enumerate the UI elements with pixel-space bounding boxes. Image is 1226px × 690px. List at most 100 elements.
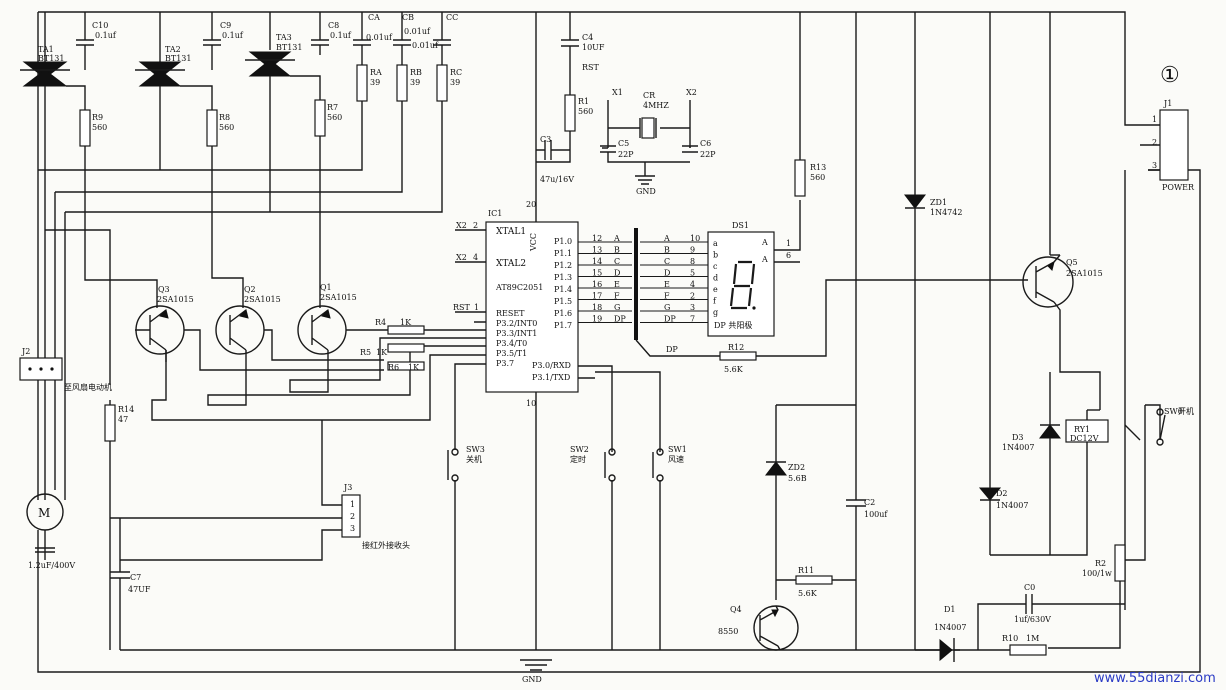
r14-label: R14 [118,405,134,414]
bus-left-letter: DP [614,315,626,324]
capacitor-cb [393,39,411,46]
pin20-num: 20 [526,200,536,209]
d1-label: D1 [944,605,956,614]
dp-label: DP [666,345,678,354]
x2-label: X2 [686,88,697,97]
zd2-label: ZD2 [788,463,805,472]
resistor-r14 [104,404,116,442]
bus-right-letter: DP [664,315,676,324]
display-ds1 [707,12,806,337]
p34-label: P3.4/T0 [496,339,527,348]
rb-value: 39 [410,78,420,87]
x2-pin2-label: X2 [456,253,467,262]
segment-label: c [713,262,718,271]
j3-note: 接红外接收头 [362,540,410,550]
cr-value: 4MHZ [643,101,669,110]
c5-value: 22P [618,150,634,159]
transistor-wiring [45,229,474,650]
ta3-label: TA3 [276,33,292,42]
capacitor-c7 [110,518,130,650]
display-pin-number: 7 [690,315,695,324]
ds-a2: A [761,255,768,264]
r12-value: 5.6K [724,365,744,374]
r7-label: R7 [327,103,338,112]
bus-right-letter: D [664,269,670,278]
gnd-top-label: GND [636,187,656,196]
j2-note: 至风扇电动机 [64,382,112,392]
r10-value: 1M [1026,634,1039,643]
display-pin-number: 9 [690,246,695,255]
bus-left-letter: C [614,257,620,266]
zd1-value: 1N4742 [930,208,962,217]
r7-value: 560 [327,113,342,122]
resistor-r2 [1114,544,1126,582]
triac-ta3 [245,12,321,212]
r9-label: R9 [92,113,103,122]
r5-value: 1K [376,348,388,357]
pin10-num: 10 [526,399,536,408]
bus-left-letter: A [613,234,620,243]
resistor-r4 [387,325,425,335]
port-pin-number: 12 [592,234,602,243]
q2-label: Q2 [244,285,256,294]
ry1-label: RY1 [1074,425,1090,434]
c7-label: C7 [130,573,141,582]
resistor-r5 [387,343,425,353]
segment-label: e [713,285,718,294]
c9a-label: C9 [220,21,231,30]
bus-right-letter: B [664,246,670,255]
capacitor-c10 [76,39,94,46]
c5-label: C5 [618,139,629,148]
bus-right-letter: E [664,280,670,289]
r9-value: 560 [92,123,107,132]
q3-label: Q3 [158,285,170,294]
cr-label: CR [643,91,656,100]
reset-crystal-section [536,12,698,185]
x2-pin1-label: X2 [456,221,467,230]
r6-label: R6 [388,363,399,372]
resistor-rc [436,64,448,102]
resistor-r8 [206,109,218,147]
r13-value: 560 [810,173,825,182]
r4-label: R4 [375,318,386,327]
j1-pin1: 1 [1152,115,1157,124]
power-label: POWER [1162,183,1195,192]
p13-label: P1.3 [554,273,572,282]
port-pin-number: 15 [592,269,602,278]
sw2-label: SW2 [570,445,589,454]
bus-right-letter: C [664,257,670,266]
d2-value: 1N4007 [996,501,1028,510]
pin2-num: 2 [473,221,478,230]
segment-label: b [713,251,718,260]
switch-sw1 [652,430,664,650]
rc-label: RC [450,68,462,77]
switch-sw2 [604,430,616,650]
c3-value: 47u/16V [540,175,574,184]
pin4-num: 4 [473,253,478,262]
bus-left-letter: F [614,292,620,301]
q1-label: Q1 [320,283,332,292]
ds-a1: A [761,238,768,247]
ta3-model: BT131 [276,43,302,52]
chip-model: AT89C2051 [495,283,543,292]
q5-model: 2SA1015 [1066,269,1103,278]
p11-label: P1.1 [554,249,572,258]
p17-label: P1.7 [554,321,572,330]
dp-r12-wiring [635,279,1028,361]
c7-value: 47UF [128,585,151,594]
resistor-r13 [794,159,806,197]
ta1-label: TA1 [38,45,54,54]
segment-label: a [713,239,718,248]
port-pin-number: 18 [592,303,602,312]
c6-value: 22P [700,150,716,159]
rst-top-label: RST [582,63,600,72]
transistor-q2 [215,300,265,355]
bus-right-letter: G [664,303,670,312]
r14-value: 47 [118,415,128,424]
sw1-note: 风速 [668,455,684,464]
motor-label: M [38,506,50,520]
r2-value: 100/1w [1082,569,1112,578]
j3-pin1: 1 [350,500,355,509]
q2-model: 2SA1015 [244,295,281,304]
